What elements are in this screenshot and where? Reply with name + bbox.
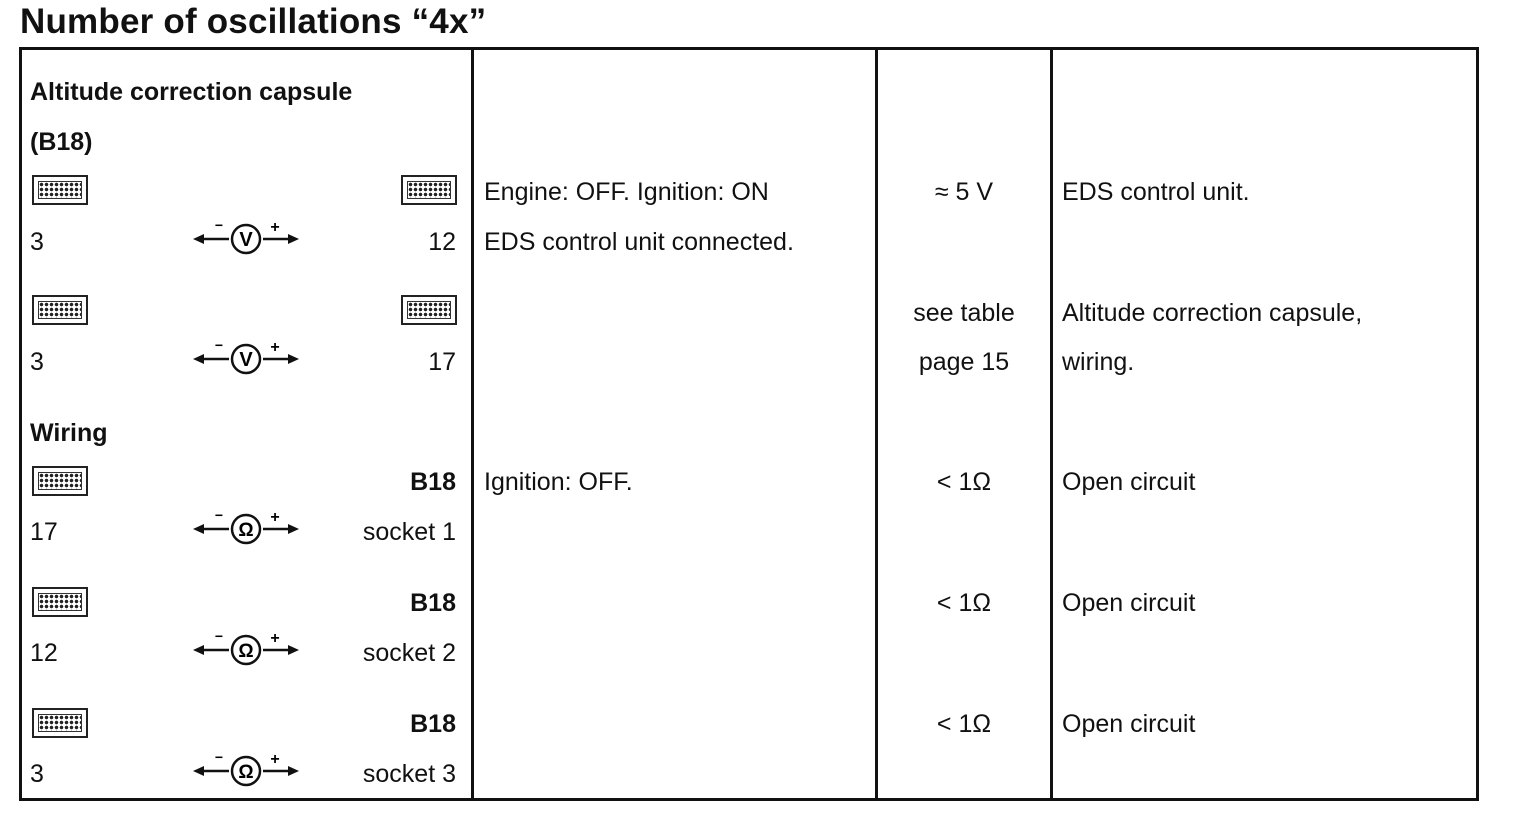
left-pin: 3 bbox=[30, 760, 44, 788]
svg-text:+: + bbox=[270, 633, 279, 647]
right-pin: socket 3 bbox=[362, 760, 456, 788]
svg-text:+: + bbox=[270, 222, 279, 236]
remedy-text: Open circuit bbox=[1062, 710, 1196, 738]
section-heading-code: (B18) bbox=[30, 128, 93, 156]
test-connector-icon bbox=[32, 708, 88, 738]
right-pin: 17 bbox=[428, 348, 456, 376]
condition-text: EDS control unit connected. bbox=[484, 228, 794, 256]
test-connector-icon bbox=[32, 587, 88, 617]
test-connector-icon bbox=[32, 466, 88, 496]
voltmeter-icon: V − + bbox=[193, 222, 299, 255]
test-connector-icon bbox=[401, 295, 457, 325]
test-table: Altitude correction capsule (B18) 3 V − … bbox=[19, 47, 1479, 801]
column-divider bbox=[471, 50, 474, 798]
svg-text:V: V bbox=[239, 229, 253, 251]
remedy-text: wiring. bbox=[1062, 348, 1135, 376]
ohmmeter-icon: Ω − + bbox=[193, 512, 299, 545]
nominal-value: page 15 bbox=[918, 348, 1010, 376]
right-pin: socket 2 bbox=[362, 639, 456, 667]
component-label: B18 bbox=[410, 589, 456, 617]
left-pin: 12 bbox=[30, 639, 58, 667]
right-pin: socket 1 bbox=[362, 518, 456, 546]
svg-text:−: − bbox=[215, 754, 223, 765]
component-label: B18 bbox=[410, 468, 456, 496]
voltmeter-icon: V − + bbox=[193, 342, 299, 375]
nominal-value: < 1Ω bbox=[936, 589, 992, 617]
test-connector-icon bbox=[32, 175, 88, 205]
column-divider bbox=[1050, 50, 1053, 798]
svg-text:Ω: Ω bbox=[238, 762, 253, 783]
nominal-value: see table bbox=[913, 299, 1015, 327]
nominal-value: ≈ 5 V bbox=[934, 178, 994, 206]
page-title: Number of oscillations “4x” bbox=[20, 2, 487, 41]
svg-text:+: + bbox=[270, 754, 279, 768]
left-pin: 3 bbox=[30, 228, 44, 256]
condition-text: Ignition: OFF. bbox=[484, 468, 633, 496]
test-connector-icon bbox=[401, 175, 457, 205]
remedy-text: Open circuit bbox=[1062, 589, 1196, 617]
svg-text:−: − bbox=[215, 512, 223, 523]
svg-text:−: − bbox=[215, 222, 223, 233]
component-label: B18 bbox=[410, 710, 456, 738]
svg-text:−: − bbox=[215, 633, 223, 644]
column-divider bbox=[875, 50, 878, 798]
svg-text:V: V bbox=[239, 349, 253, 371]
svg-text:+: + bbox=[270, 512, 279, 526]
right-pin: 12 bbox=[428, 228, 456, 256]
nominal-value: < 1Ω bbox=[936, 710, 992, 738]
nominal-value: < 1Ω bbox=[936, 468, 992, 496]
svg-text:+: + bbox=[270, 342, 279, 356]
left-pin: 3 bbox=[30, 348, 44, 376]
svg-text:Ω: Ω bbox=[238, 520, 253, 541]
ohmmeter-icon: Ω − + bbox=[193, 754, 299, 787]
svg-text:Ω: Ω bbox=[238, 641, 253, 662]
section-heading: Altitude correction capsule bbox=[30, 78, 353, 106]
ohmmeter-icon: Ω − + bbox=[193, 633, 299, 666]
svg-text:−: − bbox=[215, 342, 223, 353]
remedy-text: Open circuit bbox=[1062, 468, 1196, 496]
remedy-text: EDS control unit. bbox=[1062, 178, 1250, 206]
section-heading: Wiring bbox=[30, 419, 108, 447]
left-pin: 17 bbox=[30, 518, 58, 546]
condition-text: Engine: OFF. Ignition: ON bbox=[484, 178, 769, 206]
test-connector-icon bbox=[32, 295, 88, 325]
remedy-text: Altitude correction capsule, bbox=[1062, 299, 1363, 327]
